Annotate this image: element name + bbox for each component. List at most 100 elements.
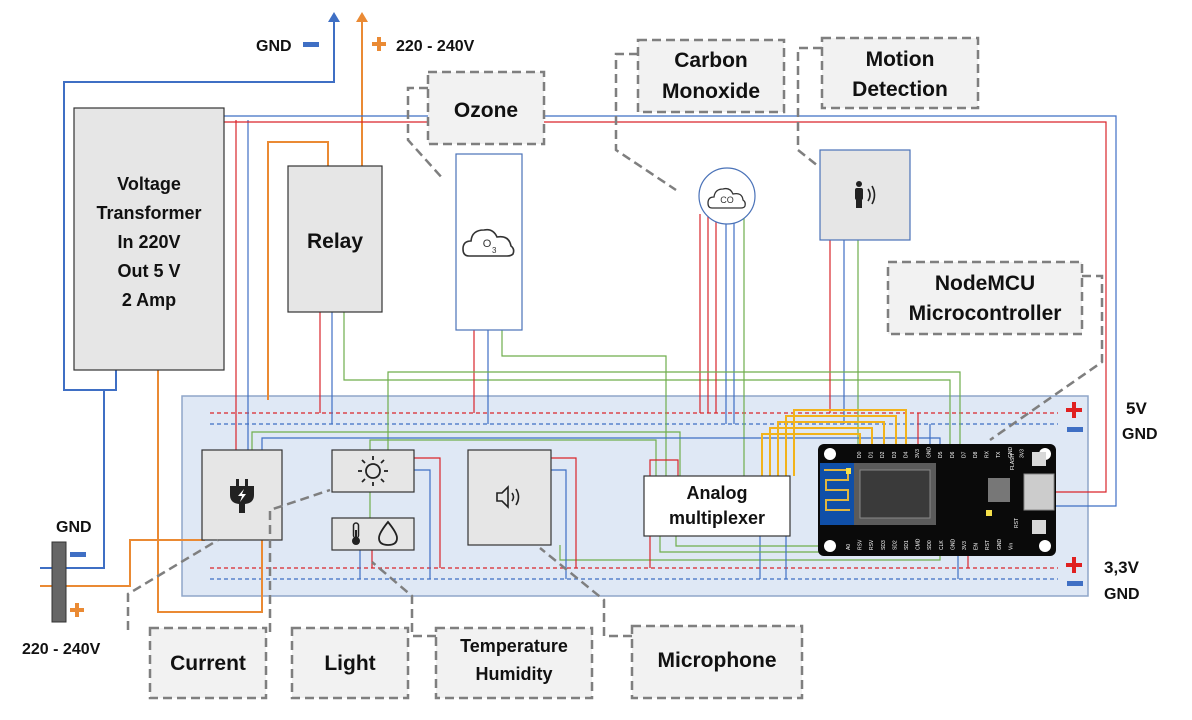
person-motion-icon <box>855 181 876 208</box>
nodemcu-pin-label: D7 <box>961 451 967 458</box>
nodemcu-pin-labels-bottom: A0 RSV RSV SD3 SD2 SD1 CMD SD0 CLK GND 3V3 EN RST GND… <box>846 538 1014 550</box>
rail-33v-plus-icon <box>1066 557 1082 573</box>
rail-5v-label: 5V <box>1126 399 1147 418</box>
temperature-callout-line-2: Humidity <box>475 664 552 684</box>
transformer-line-2: Transformer <box>96 203 201 223</box>
nodemcu-pin-label: RSV <box>869 539 875 550</box>
nodemcu-pin-label: GND <box>997 539 1003 551</box>
multiplexer-line-2: multiplexer <box>669 508 765 528</box>
ozone-callout-label: Ozone <box>454 99 518 122</box>
nodemcu-pin-label: GND <box>950 539 956 551</box>
nodemcu-board <box>818 444 1056 556</box>
voltage-transformer <box>73 107 225 371</box>
nodemcu-pin-label: Vin <box>1008 543 1014 550</box>
nodemcu-pin-label: D3 <box>892 451 898 458</box>
rail-33v-minus-icon <box>1067 581 1083 586</box>
analog-multiplexer <box>643 475 791 537</box>
microphone-sensor <box>467 449 552 546</box>
motion-sensor <box>819 149 911 241</box>
nodemcu-pin-label: A0 <box>846 544 852 550</box>
nodemcu-pin-label: RST <box>985 540 991 550</box>
nodemcu-pin-label: CMD <box>916 538 922 550</box>
nodemcu-pin-label: 3V3 <box>962 541 968 550</box>
plug-voltage-label: 220 - 240V <box>22 641 101 658</box>
temperature-humidity-callout <box>434 626 594 700</box>
motion-detection-callout <box>820 36 980 110</box>
co-cloud-icon <box>707 187 746 209</box>
current-callout-label: Current <box>170 652 246 675</box>
relay-label: Relay <box>307 230 363 253</box>
carbon-monoxide-callout <box>636 38 786 114</box>
plug-minus-icon <box>70 552 86 557</box>
nodemcu-pin-label: GND <box>927 447 933 459</box>
rail-33v-gnd-label: GND <box>1104 586 1140 603</box>
nodemcu-pin-label: D0 <box>857 451 863 458</box>
carbon-monoxide-line-1: Carbon <box>674 49 748 72</box>
nodemcu-pin-label: CLK <box>939 540 945 550</box>
water-drop-icon <box>378 520 398 546</box>
rail-5v-minus-icon <box>1067 427 1083 432</box>
nodemcu-pin-label: D5 <box>938 451 944 458</box>
nodemcu-pin-label: SD0 <box>927 540 933 550</box>
nodemcu-pin-label: GND <box>1008 447 1014 459</box>
rail-5v-plus-icon <box>1066 402 1082 418</box>
transformer-line-4: Out 5 V <box>117 261 180 281</box>
nodemcu-pin-label: TX <box>996 451 1002 458</box>
nodemcu-callout <box>886 260 1084 336</box>
temperature-callout-line-1: Temperature <box>460 636 568 656</box>
plug-gnd-label: GND <box>56 519 92 536</box>
carbon-monoxide-line-2: Monoxide <box>662 80 760 103</box>
ozone-callout <box>426 70 546 146</box>
co-sensor <box>698 167 756 225</box>
top-minus-icon <box>303 42 319 47</box>
transformer-line-1: Voltage <box>117 174 181 194</box>
nodemcu-callout-line-1: NodeMCU <box>935 272 1035 295</box>
top-voltage-label: 220 - 240V <box>396 38 475 55</box>
ozone-cloud-icon <box>462 228 515 257</box>
motion-detection-line-1: Motion <box>866 48 935 71</box>
relay <box>287 165 383 313</box>
current-callout <box>148 626 268 700</box>
nodemcu-pin-label: RSV <box>858 539 864 550</box>
nodemcu-pin-label: EN <box>974 543 980 550</box>
nodemcu-pin-label: D2 <box>880 451 886 458</box>
thermometer-icon <box>352 522 360 545</box>
plug-icon <box>230 479 254 513</box>
nodemcu-pin-label: D1 <box>869 451 875 458</box>
transformer-line-3: In 220V <box>117 232 180 252</box>
light-callout-label: Light <box>324 652 375 675</box>
top-voltage-arrow-icon <box>356 12 368 22</box>
microphone-callout-label: Microphone <box>658 649 777 672</box>
flash-button-label: FLASH <box>1010 453 1016 470</box>
nodemcu-pin-label: 3V3 <box>1019 449 1025 458</box>
nodemcu-pin-label: D8 <box>973 451 979 458</box>
nodemcu-pin-label: SD2 <box>892 540 898 550</box>
rail-5v-gnd-label: GND <box>1122 426 1158 443</box>
nodemcu-pin-label: D6 <box>950 451 956 458</box>
top-plus-icon <box>372 37 386 51</box>
motion-detection-line-2: Detection <box>852 78 948 101</box>
nodemcu-pin-label: SD1 <box>904 540 910 550</box>
nodemcu-pin-label: SD3 <box>881 540 887 550</box>
nodemcu-pin-labels-top: D0 D1 D2 D3 D4 3V3 GND D5 D6 D7 D8 RX TX GND 3V3 <box>857 447 1025 459</box>
nodemcu-pin-label: RX <box>985 450 991 458</box>
ozone-glyph-sub: 3 <box>492 246 497 255</box>
temperature-humidity-sensor <box>331 517 415 551</box>
rst-button-label: RST <box>1014 518 1020 528</box>
transformer-line-5: 2 Amp <box>122 290 176 310</box>
sun-icon <box>358 456 388 486</box>
nodemcu-pin-label: D4 <box>903 451 909 458</box>
co-glyph: CO <box>720 195 734 205</box>
top-gnd-arrow-icon <box>328 12 340 22</box>
rail-33v-label: 3,3V <box>1104 558 1140 577</box>
ozone-glyph: O <box>483 238 492 250</box>
multiplexer-line-1: Analog <box>687 483 748 503</box>
plug-plus-icon <box>70 603 84 617</box>
speaker-icon <box>496 485 520 509</box>
light-callout <box>290 626 410 700</box>
nodemcu-callout-line-2: Microcontroller <box>909 302 1062 325</box>
mains-plug <box>51 541 67 623</box>
nodemcu-pin-label: 3V3 <box>915 449 921 458</box>
microphone-callout <box>630 624 804 700</box>
